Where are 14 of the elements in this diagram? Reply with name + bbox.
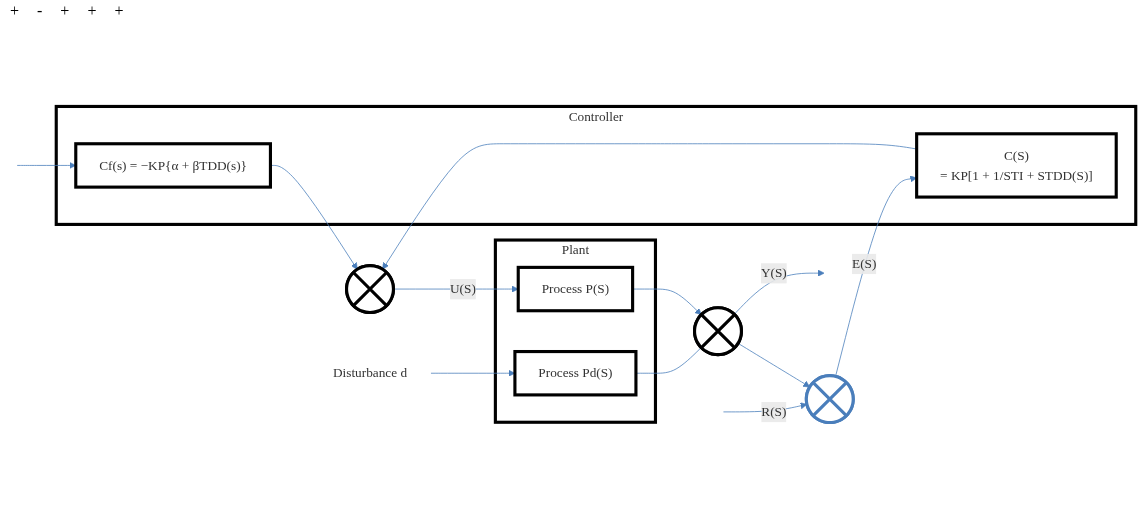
edge-label: U(S) bbox=[450, 281, 476, 297]
node-text: Disturbance d bbox=[332, 365, 408, 381]
sign-label: + bbox=[114, 2, 124, 20]
node-box: Process P(S) bbox=[516, 265, 635, 313]
sign-label: + bbox=[60, 2, 70, 20]
node-box: C(S) = KP[1 + 1/STI + STDD(S)] bbox=[915, 132, 1118, 199]
edge-label: R(S) bbox=[761, 404, 787, 420]
sign-label: + bbox=[87, 2, 97, 20]
edge-label: Y(S) bbox=[760, 265, 787, 281]
edge-label: E(S) bbox=[852, 256, 877, 271]
sign-label: - bbox=[37, 2, 43, 20]
node-box: Process Pd(S) bbox=[513, 350, 638, 397]
node-box: Cf(s) = −KP{α + βTDD(s)} bbox=[74, 142, 272, 189]
sign-label: + bbox=[10, 2, 20, 20]
